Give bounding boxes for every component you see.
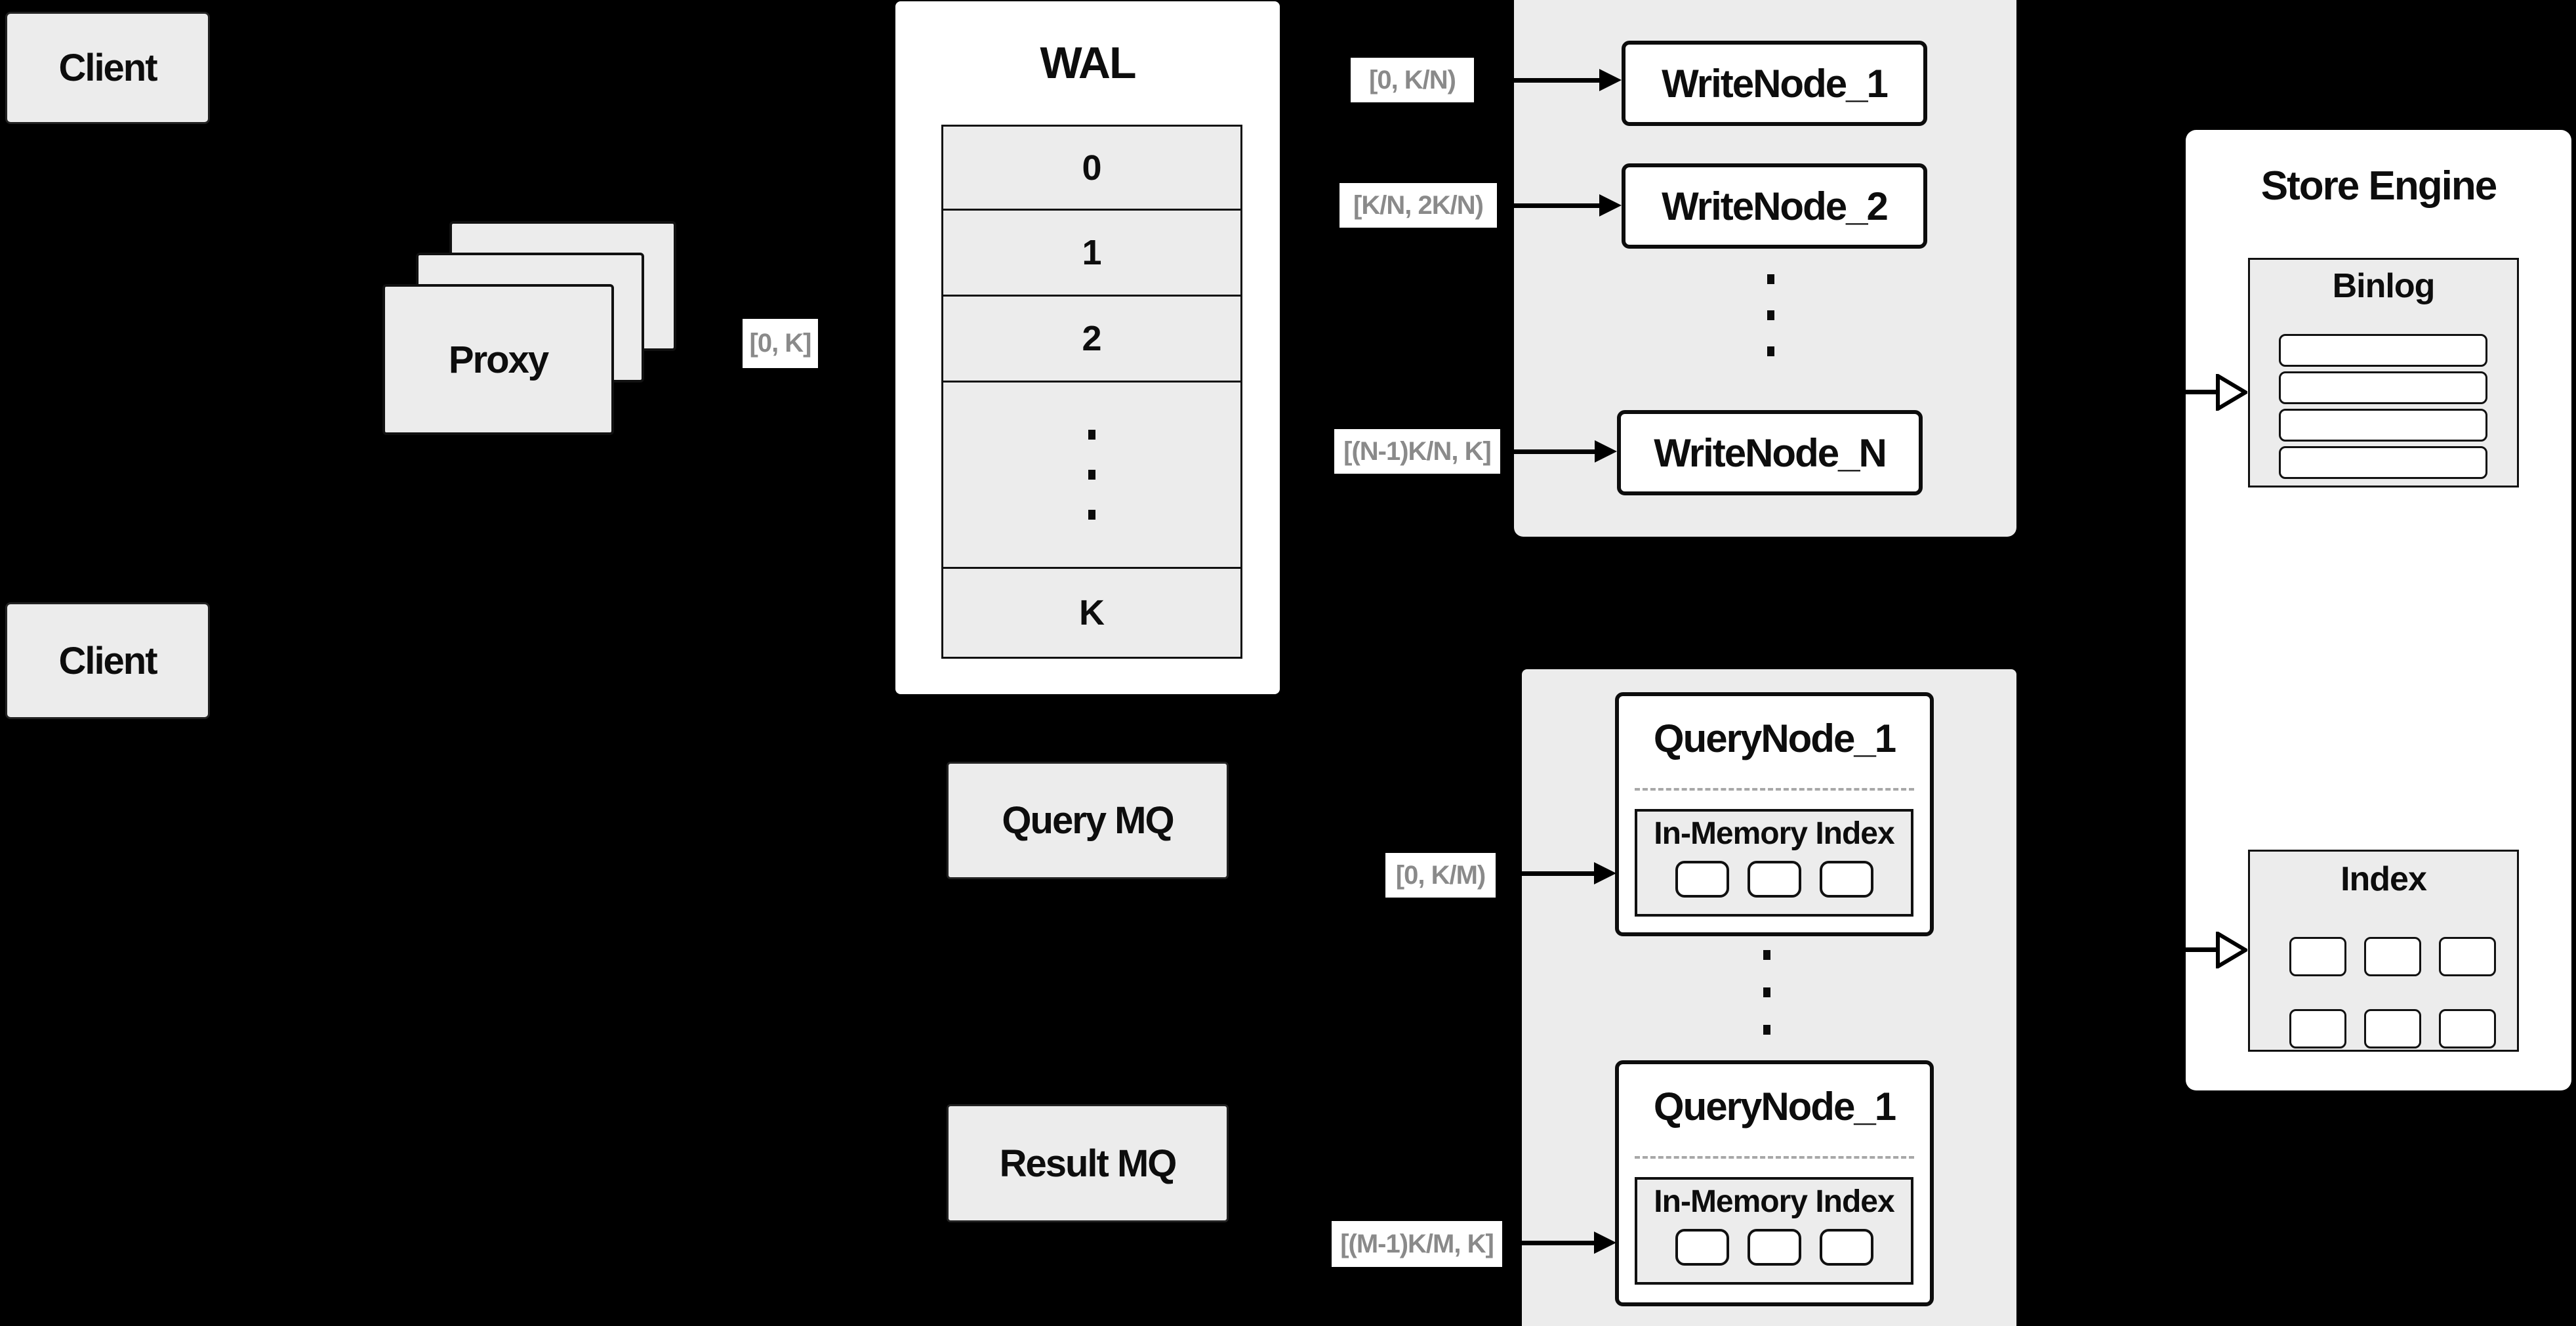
inmemory-index-title-1: In-Memory Index [1654,816,1894,851]
binlog-row [2279,409,2487,442]
client-box-top: Client [5,12,210,124]
query-cluster-ellipsis-dots [1763,950,1770,1035]
inmemory-index-box-1: In-Memory Index [1635,809,1913,917]
index-cell [2289,1009,2346,1048]
binlog-row [2279,371,2487,404]
binlog-row [2279,334,2487,367]
wal-slot-row-2: 2 [943,295,1240,381]
index-grid [2289,937,2496,1048]
wal-title: WAL [1040,38,1136,88]
write-node-2-label: WriteNode_2 [1662,184,1889,228]
query-range-label-1: [0, K/M) [1385,853,1496,898]
client-box-bottom: Client [5,602,210,719]
index-cell [2439,937,2496,976]
arrow-write-n-line [1502,449,1596,454]
write-node-1-label: WriteNode_1 [1662,61,1889,106]
wal-slot-row-ellipsis [943,381,1240,567]
query-node-2: QueryNode_1 In-Memory Index [1615,1060,1934,1306]
open-arrow-index-head [2216,932,2247,968]
binlog-title: Binlog [2332,267,2436,305]
store-engine-panel: Store Engine Binlog Index [2186,130,2571,1090]
query-node-1: QueryNode_1 In-Memory Index [1615,692,1934,936]
open-arrow-binlog-head [2216,374,2247,411]
query-mq-label: Query MQ [1002,799,1174,842]
query-range-label-2: [(M-1)K/M, K] [1332,1221,1502,1267]
index-cell [2289,937,2346,976]
store-engine-title: Store Engine [2260,163,2497,209]
proxy-card-front: Proxy [382,284,614,435]
client-bottom-label: Client [58,639,157,682]
write-node-1: WriteNode_1 [1622,41,1927,126]
result-mq-label: Result MQ [999,1142,1177,1185]
result-mq-box: Result MQ [947,1104,1229,1222]
query-node-2-title: QueryNode_1 [1653,1085,1896,1129]
query-node-1-divider [1635,788,1914,791]
arrow-write-1-head [1599,69,1622,91]
query-node-2-divider [1635,1156,1914,1159]
index-cell [2364,937,2421,976]
write-range-label-2: [K/N, 2K/N) [1339,183,1497,228]
inmemory-index-cells-1 [1637,861,1911,898]
arrow-write-2-head [1599,194,1622,217]
write-range-label-3: [(N-1)K/N, K] [1334,429,1500,474]
wal-panel: WAL 0 1 2 K [895,1,1280,694]
wal-slot-row-0: 0 [943,127,1240,209]
write-cluster-ellipsis-dots [1767,274,1774,356]
write-node-n-label: WriteNode_N [1654,430,1887,475]
inmemory-index-cell [1675,861,1729,898]
inmemory-index-cell [1675,1229,1729,1266]
index-box: Index [2248,850,2519,1052]
arrow-query-1-line [1497,871,1595,876]
binlog-rows [2279,334,2487,479]
inmemory-index-cells-2 [1637,1229,1911,1266]
inmemory-index-box-2: In-Memory Index [1635,1177,1913,1285]
wal-slot-row-1: 1 [943,209,1240,295]
binlog-row [2279,446,2487,479]
range-label-proxy: [0, K] [743,319,818,368]
arrow-query-2-head [1594,1232,1616,1254]
inmemory-index-cell [1819,1229,1873,1266]
arrow-query-1-head [1594,862,1616,884]
open-arrow-binlog-line [2153,390,2221,394]
index-cell [2439,1009,2496,1048]
wal-ellipsis-dots [1088,430,1095,520]
write-node-n: WriteNode_N [1617,410,1923,495]
index-title: Index [2341,860,2427,898]
arrow-write-2-line [1498,203,1601,208]
query-mq-box: Query MQ [947,762,1229,879]
arrow-write-1-line [1476,78,1601,83]
inmemory-index-cell [1819,861,1873,898]
index-cell [2364,1009,2421,1048]
arrow-query-2-line [1503,1241,1595,1245]
arrow-write-n-head [1595,440,1617,463]
client-top-label: Client [58,47,157,89]
inmemory-index-title-2: In-Memory Index [1654,1184,1894,1219]
write-range-label-1: [0, K/N) [1351,58,1474,102]
query-node-1-title: QueryNode_1 [1653,716,1896,760]
wal-slot-table: 0 1 2 K [941,125,1242,659]
wal-slot-row-k: K [943,567,1240,657]
open-arrow-index-line [2153,947,2221,952]
inmemory-index-cell [1747,1229,1801,1266]
inmemory-index-cell [1747,861,1801,898]
proxy-label: Proxy [448,338,549,381]
binlog-box: Binlog [2248,258,2519,487]
write-node-2: WriteNode_2 [1622,163,1927,249]
